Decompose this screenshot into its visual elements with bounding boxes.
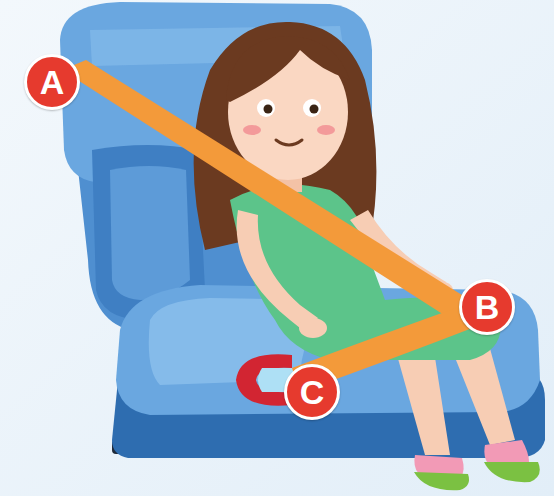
- eye: [257, 99, 275, 117]
- pupil: [310, 105, 319, 114]
- callout-text: B: [475, 290, 500, 324]
- hand: [299, 318, 327, 338]
- shoulder-belt: [62, 60, 470, 322]
- callout-letter: A: [24, 54, 80, 110]
- seat: [60, 2, 545, 458]
- callout-letter: B: [459, 279, 515, 335]
- shoe-sole: [484, 462, 540, 482]
- callout-letter: C: [284, 364, 340, 420]
- side-wing-panel: [110, 166, 190, 300]
- callout-text: A: [40, 65, 65, 99]
- cheek: [243, 125, 261, 135]
- arm: [237, 210, 318, 332]
- callout-text: C: [300, 375, 325, 409]
- pupil: [264, 105, 273, 114]
- seat-belt: [62, 60, 488, 392]
- bangs: [226, 36, 350, 102]
- dress: [230, 184, 501, 360]
- eye: [303, 99, 321, 117]
- shoe-sole: [414, 472, 469, 490]
- cheek: [317, 125, 335, 135]
- smile: [276, 140, 302, 145]
